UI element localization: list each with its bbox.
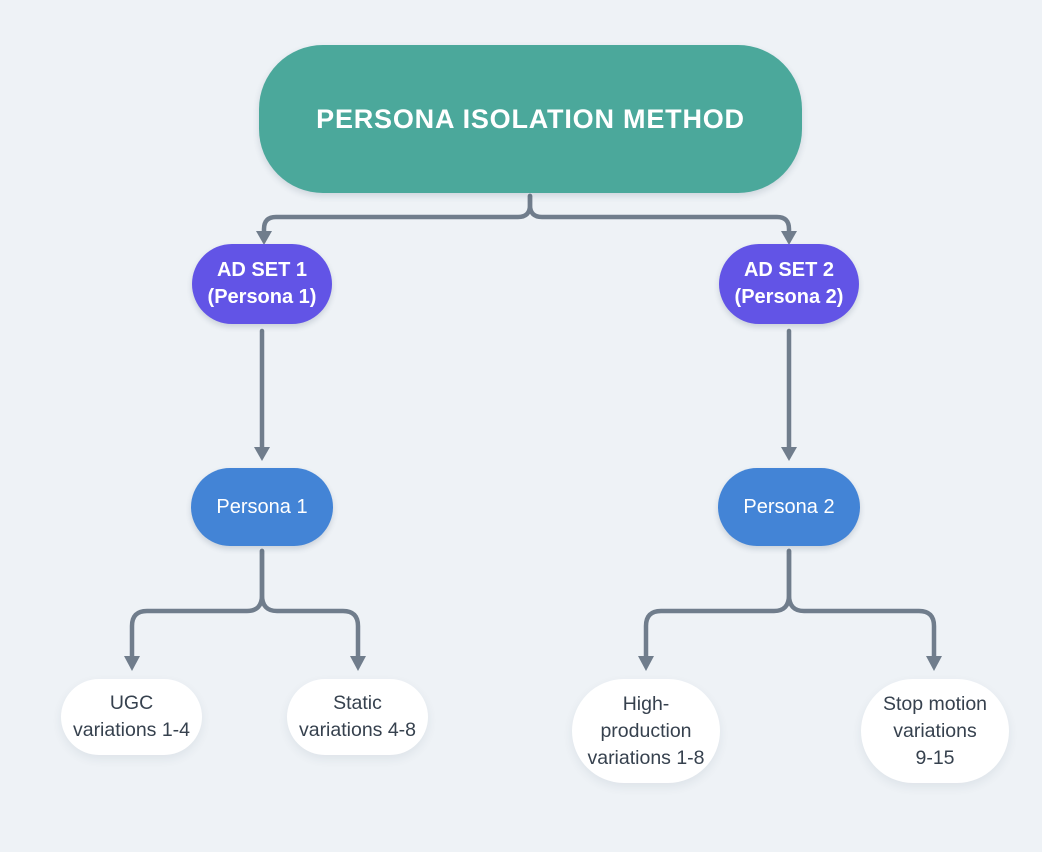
edge-persona-2-to-stop-motion [786,548,942,671]
arrowhead-icon [350,656,366,671]
arrowhead-icon [781,231,797,245]
arrowhead-icon [781,447,797,461]
node-ad-set-1: AD SET 1 (Persona 1) [192,244,332,324]
node-ugc-variations: UGC variations 1-4 [61,679,202,755]
node-label: PERSONA ISOLATION METHOD [316,103,745,134]
node-label: AD SET 1 (Persona 1) [207,259,317,308]
edge-persona-1-to-static [259,548,366,671]
node-persona-1: Persona 1 [191,468,333,546]
edge-ad-set-2-to-persona-2 [781,328,797,461]
node-persona-isolation-method: PERSONA ISOLATION METHOD [259,45,802,193]
node-high-production-variations: High- production variations 1-8 [572,679,720,783]
node-label: Stop motion variations 9-15 [882,692,988,769]
edge-persona-2-to-high-production [638,548,792,671]
node-label: High- production variations 1-8 [587,692,705,769]
node-label: AD SET 2 (Persona 2) [734,259,844,308]
edge-persona-1-to-ugc [124,548,265,671]
node-label: Static variations 4-8 [298,692,417,741]
node-label: UGC variations 1-4 [72,692,191,741]
node-label: Persona 1 [216,495,308,518]
edge-ad-set-1-to-persona-1 [254,328,270,461]
node-persona-2: Persona 2 [718,468,860,546]
node-stop-motion-variations: Stop motion variations 9-15 [861,679,1009,783]
node-ad-set-2: AD SET 2 (Persona 2) [719,244,859,324]
arrowhead-icon [926,656,942,671]
node-static-variations: Static variations 4-8 [287,679,428,755]
edge-root-to-ad-set-2 [527,193,797,245]
arrowhead-icon [256,231,272,245]
arrowhead-icon [254,447,270,461]
node-label: Persona 2 [743,495,835,518]
arrowhead-icon [124,656,140,671]
arrowhead-icon [638,656,654,671]
edge-root-to-ad-set-1 [256,193,533,245]
